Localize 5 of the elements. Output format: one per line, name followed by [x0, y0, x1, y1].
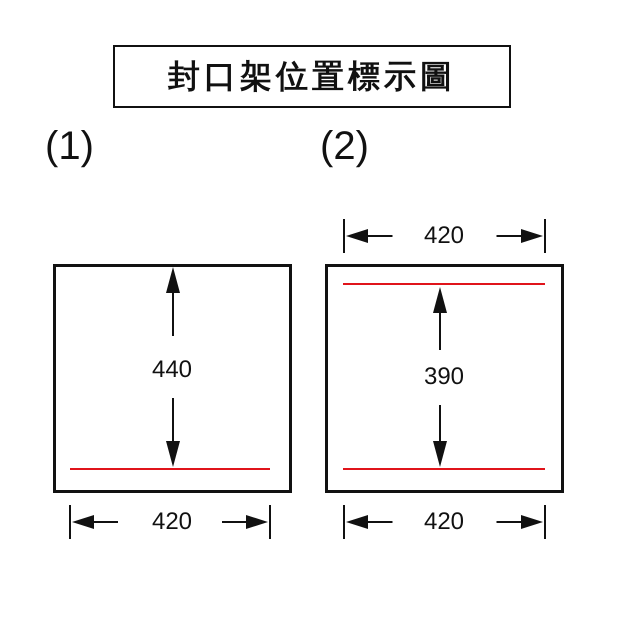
frame-box [53, 264, 292, 493]
frame-box [325, 264, 564, 493]
panel-label: (1) [45, 124, 94, 169]
title: 封口架位置標示圖 [113, 45, 511, 108]
panel-label: (2) [320, 124, 369, 169]
